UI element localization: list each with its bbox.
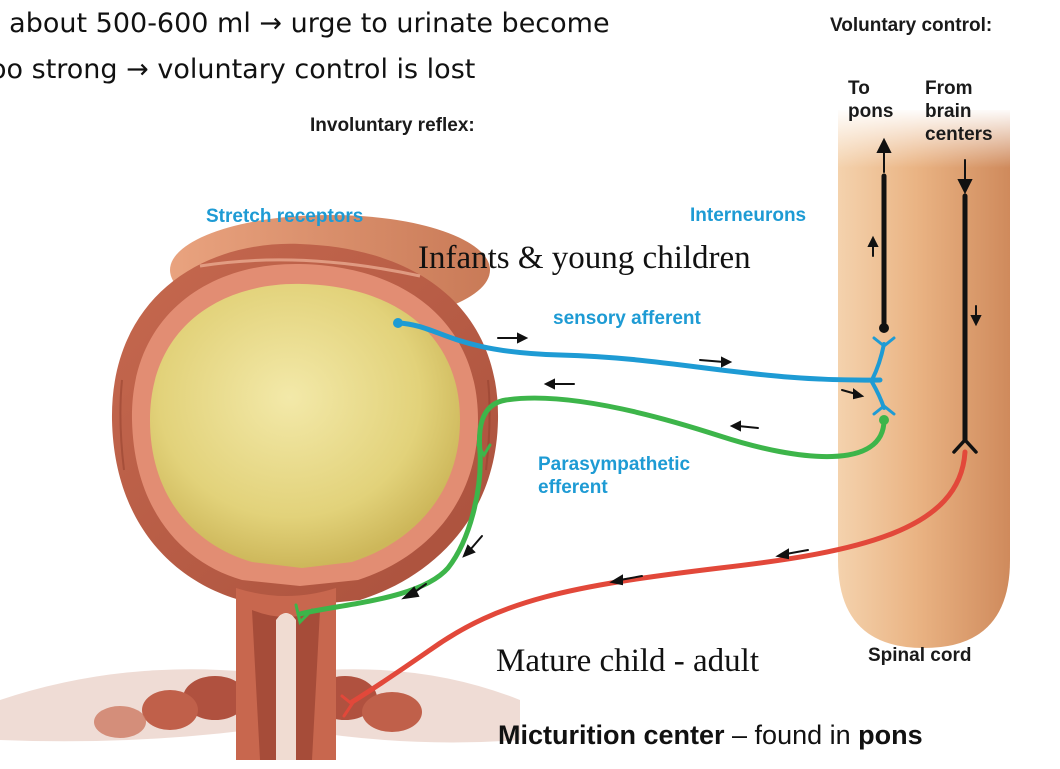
- pathways: [294, 137, 982, 718]
- interneurons-label: Interneurons: [690, 205, 807, 226]
- parasympathetic-efferent-path: [297, 395, 887, 617]
- voluntary-control-label: Voluntary control:: [830, 15, 993, 36]
- from-brain-centers-label: From brain centers: [925, 78, 993, 145]
- parasympathetic-efferent-label: Parasympathetic efferent: [538, 454, 691, 498]
- involuntary-reflex-label: Involuntary reflex:: [310, 115, 475, 136]
- direction-arrows: [401, 137, 982, 600]
- pons-term: pons: [858, 720, 923, 750]
- micturition-center-caption: Micturition center – found in pons: [498, 722, 923, 749]
- stretch-receptors-label: Stretch receptors: [206, 206, 364, 227]
- caption-connector: – found in: [724, 720, 859, 750]
- micturition-center-term: Micturition center: [498, 720, 725, 750]
- intro-line-1: t about 500-600 ml → urge to urinate bec…: [0, 8, 610, 39]
- spinal-cord-label: Spinal cord: [868, 645, 972, 666]
- mature-label: Mature child - adult: [496, 643, 760, 679]
- sensory-afferent-label: sensory afferent: [553, 308, 701, 329]
- bladder: [111, 215, 499, 760]
- to-pons-label: To pons: [848, 78, 894, 122]
- sensory-afferent-path: [395, 320, 883, 383]
- infants-label: Infants & young children: [418, 240, 751, 276]
- intro-line-2: oo strong → voluntary control is lost: [0, 54, 476, 85]
